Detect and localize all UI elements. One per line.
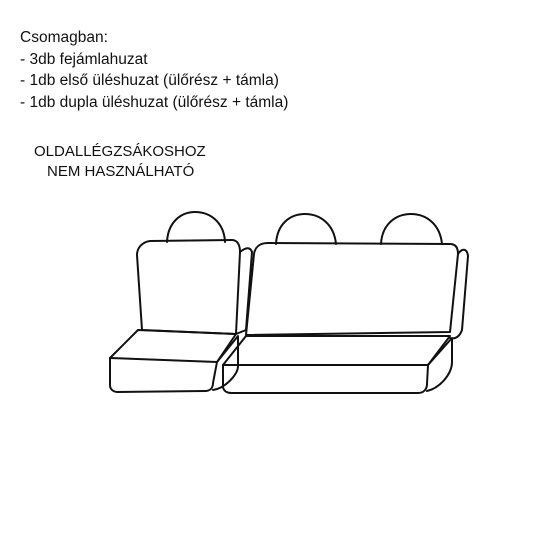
airbag-warning: OLDALLÉGZSÁKOSHOZ NEM HASZNÁLHATÓ: [34, 142, 206, 182]
headrest-left: [166, 211, 226, 243]
single-seat-backrest-side: [235, 247, 253, 335]
package-item-front-seat: - 1db első üléshuzat (ülőrész + támla): [20, 72, 279, 89]
airbag-warning-line-1: OLDALLÉGZSÁKOSHOZ: [34, 143, 206, 160]
double-seat-backrest-side: [449, 248, 469, 340]
headrest-middle: [275, 213, 337, 245]
double-seat-backrest: [245, 242, 459, 336]
single-seat-cushion-top: [109, 329, 237, 363]
double-seat-cushion-side: [426, 337, 453, 392]
single-seat-backrest: [136, 239, 241, 335]
airbag-warning-line-2: NEM HASZNÁLHATÓ: [47, 163, 195, 180]
headrest-right: [380, 213, 443, 245]
package-contents: Csomagban: - 3db fejámlahuzat - 1db első…: [20, 27, 288, 113]
package-item-headrest: - 3db fejámlahuzat: [20, 50, 148, 68]
package-item-double-seat: - 1db dupla üléshuzat (ülőrész + támla): [20, 93, 289, 111]
double-seat-cushion-top: [222, 335, 451, 366]
package-heading: Csomagban:: [20, 29, 108, 46]
single-seat-cushion-front: [109, 357, 218, 393]
double-seat-cushion-front: [222, 364, 429, 394]
